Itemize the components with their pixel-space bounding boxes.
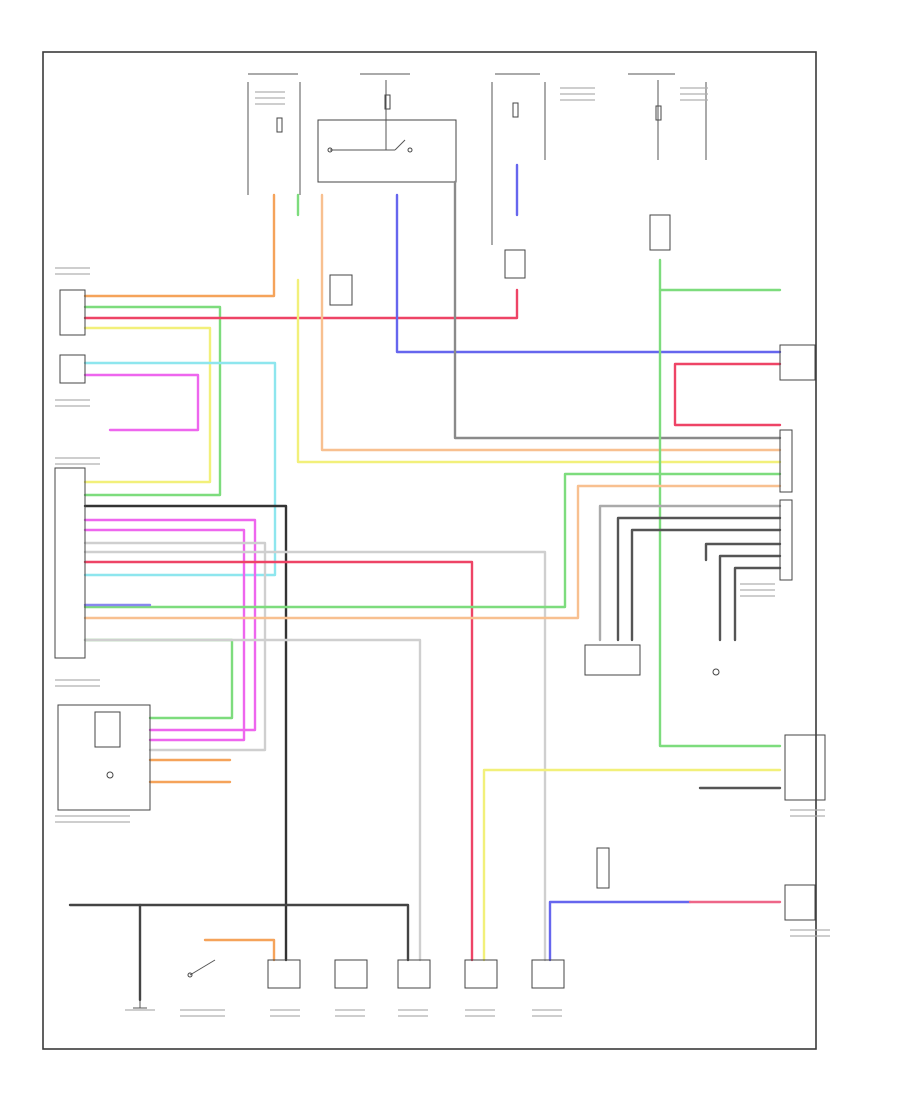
connector-a3 xyxy=(329,274,353,306)
wire-green-2 xyxy=(83,305,222,497)
transceiver-inner xyxy=(94,711,121,748)
power-source-group xyxy=(247,73,707,306)
connector-a1 xyxy=(504,249,526,279)
wire-dark-2 xyxy=(616,516,782,642)
wire-peach-2 xyxy=(83,484,782,620)
right-module xyxy=(784,734,826,801)
wire-dark-4 xyxy=(704,542,782,562)
wire-blue-1 xyxy=(395,193,782,354)
wires xyxy=(68,163,782,1002)
wire-yellow-1 xyxy=(83,326,212,484)
right-connector-1 xyxy=(779,344,816,381)
wire-magenta-3 xyxy=(83,528,246,742)
bottom-connector-1 xyxy=(267,959,301,989)
relay-box xyxy=(317,119,457,183)
illegible-labels xyxy=(55,87,830,1017)
wire-green-3 xyxy=(658,258,782,748)
wire-red-3 xyxy=(83,560,474,962)
wire-green-5 xyxy=(83,472,782,609)
wire-gray-2 xyxy=(598,504,782,642)
wire-orange-4 xyxy=(203,938,276,962)
ground-left-icon xyxy=(106,771,114,779)
right-connector-3 xyxy=(779,499,793,581)
wire-lgray-2 xyxy=(83,550,547,962)
wire-peach-1 xyxy=(320,193,782,452)
right-connector-2 xyxy=(779,429,793,493)
right-sensor xyxy=(784,884,816,921)
connector-left-top xyxy=(59,289,86,336)
wire-gray-1 xyxy=(453,180,782,440)
wire-magenta-1 xyxy=(83,373,200,432)
ground-right-icon xyxy=(712,668,720,676)
transceiver-block xyxy=(57,704,151,811)
wire-dark-5 xyxy=(718,554,782,642)
fuse-3-icon xyxy=(512,102,519,118)
wire-green-6 xyxy=(83,638,234,720)
wire-magenta-2 xyxy=(83,518,257,732)
sensor-block-1 xyxy=(584,644,641,676)
bottom-connector-2 xyxy=(334,959,368,989)
wire-yellow-3 xyxy=(482,768,782,962)
wire-blue-4 xyxy=(548,900,692,962)
bottom-connector-4 xyxy=(464,959,498,989)
wire-dark-3 xyxy=(630,528,782,642)
wire-orange-1 xyxy=(83,193,276,298)
wire-dark-6 xyxy=(733,566,782,642)
connector-left-2 xyxy=(59,354,86,384)
wire-cyan-1 xyxy=(83,361,277,577)
fuse-2-icon xyxy=(384,94,391,110)
ecu-block xyxy=(54,467,86,659)
right-components xyxy=(584,344,826,921)
wire-lgray-1 xyxy=(83,541,267,752)
diagram-frame xyxy=(42,51,817,1050)
connector-mid-1 xyxy=(596,847,610,889)
wire-red-1 xyxy=(83,288,519,320)
bottom-connectors xyxy=(267,959,565,989)
switch-icon xyxy=(187,972,193,978)
connector-a2 xyxy=(649,214,671,251)
fuse-1-icon xyxy=(276,117,283,133)
left-components xyxy=(54,289,216,1009)
wire-dark-1 xyxy=(83,504,288,962)
wire-yellow-2 xyxy=(296,278,782,464)
wire-red-2 xyxy=(673,362,782,427)
bottom-connector-5 xyxy=(531,959,565,989)
wire-dark-7 xyxy=(68,903,410,962)
wire-lgray-3 xyxy=(83,638,422,962)
bottom-connector-3 xyxy=(397,959,431,989)
